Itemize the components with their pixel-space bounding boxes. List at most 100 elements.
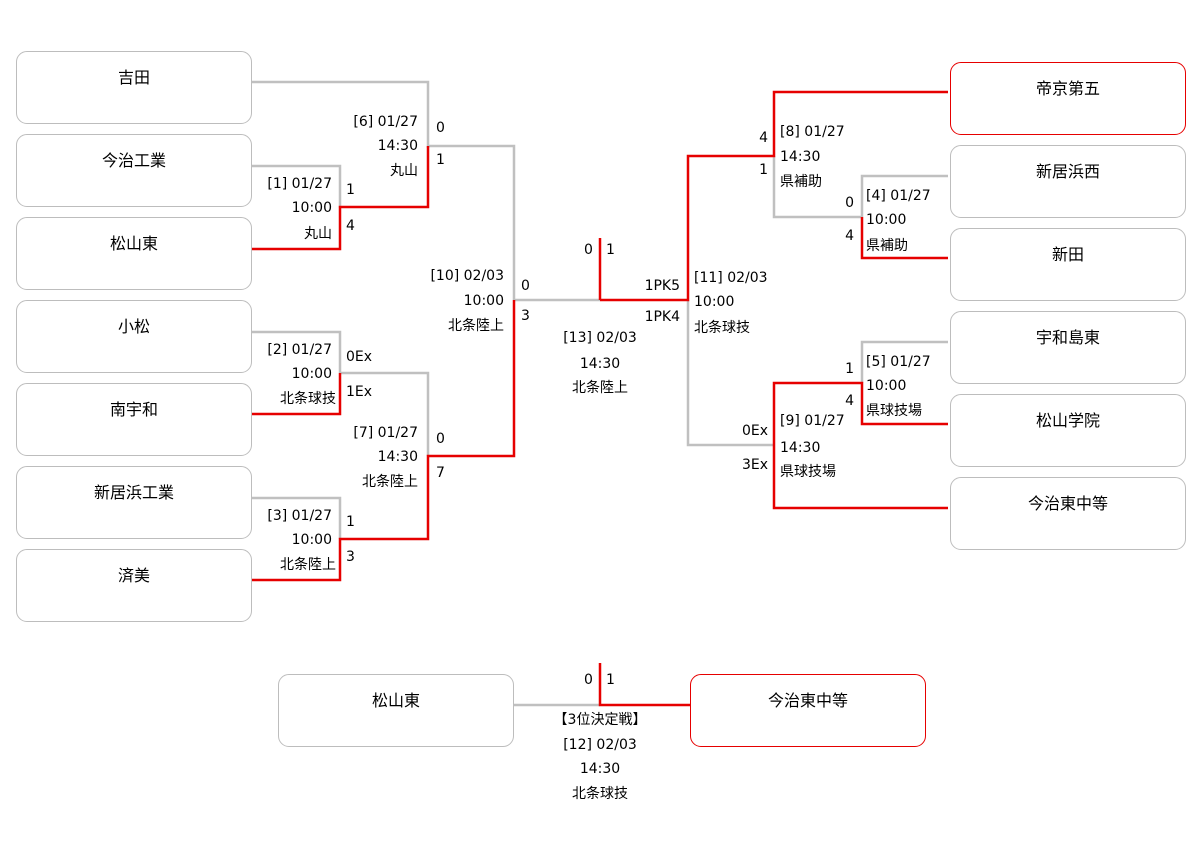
match11-venue: 北条球技 — [694, 320, 750, 336]
line-komatsu — [252, 330, 342, 373]
match5-number: [5] 01/27 — [866, 354, 931, 370]
team-box-niihama-kogyo: 新居浜工業 — [16, 466, 252, 539]
match1-score-top: 1 — [346, 182, 355, 198]
match3-score-bottom: 3 — [346, 549, 355, 565]
match4-score-top: 0 — [845, 195, 854, 211]
match12-title: 【3位決定戦】 — [553, 712, 647, 728]
match10-venue: 北条陸上 — [448, 318, 504, 334]
team-box-yoshida: 吉田 — [16, 51, 252, 124]
team-box-imabari-higashi: 今治東中等 — [950, 477, 1186, 550]
match5-score-top: 1 — [845, 361, 854, 377]
team-box-uwajima-higashi: 宇和島東 — [950, 311, 1186, 384]
line-imabari-higashi — [772, 445, 948, 510]
match2-number: [2] 01/27 — [267, 342, 332, 358]
team-box-niihama-nishi: 新居浜西 — [950, 145, 1186, 218]
match13-venue: 北条陸上 — [572, 380, 628, 396]
match3-time: 10:00 — [291, 532, 332, 548]
match3-number: [3] 01/27 — [267, 508, 332, 524]
match5-venue: 県球技場 — [866, 403, 922, 419]
match4-time: 10:00 — [866, 212, 907, 228]
match10-score-top: 0 — [521, 278, 530, 294]
line-saibi — [252, 300, 516, 582]
match1-venue: 丸山 — [304, 226, 332, 242]
team-box-third-right: 今治東中等 — [690, 674, 926, 747]
match11-score-top: 1PK5 — [644, 278, 680, 294]
match6-score-bottom: 1 — [436, 152, 445, 168]
match10-time: 10:00 — [463, 293, 504, 309]
line-yoshida — [252, 80, 430, 148]
line-nitta — [860, 217, 948, 260]
match9-score-bottom: 3Ex — [741, 457, 768, 473]
line-third-right — [598, 663, 690, 707]
match10-score-bottom: 3 — [521, 308, 530, 324]
team-box-komatsu: 小松 — [16, 300, 252, 373]
line-m4-to-m8 — [772, 156, 862, 219]
match8-number: [8] 01/27 — [780, 124, 845, 140]
match11-number: [11] 02/03 — [694, 270, 768, 286]
match1-number: [1] 01/27 — [267, 176, 332, 192]
line-m6-to-m10 — [428, 144, 516, 300]
match12-score-right: 1 — [606, 672, 615, 688]
line-imabari-kogyo — [252, 164, 342, 208]
match13-time: 14:30 — [579, 356, 621, 372]
line-matsuyama-gakuin — [772, 381, 948, 445]
match6-venue: 丸山 — [390, 163, 418, 179]
match4-venue: 県補助 — [866, 238, 908, 254]
match2-venue: 北条球技 — [280, 391, 336, 407]
match13-score-right: 1 — [606, 242, 615, 258]
match9-venue: 県球技場 — [780, 464, 836, 480]
team-box-matsuyama-higashi: 松山東 — [16, 217, 252, 290]
line-minami-uwa — [252, 373, 342, 416]
match3-score-top: 1 — [346, 514, 355, 530]
match1-score-bottom: 4 — [346, 218, 355, 234]
match8-venue: 県補助 — [780, 174, 822, 190]
match1-time: 10:00 — [291, 200, 332, 216]
match11-time: 10:00 — [694, 294, 735, 310]
match3-venue: 北条陸上 — [280, 557, 336, 573]
match2-time: 10:00 — [291, 366, 332, 382]
line-teikyo-5 — [600, 90, 948, 302]
match10-number: [10] 02/03 — [430, 268, 504, 284]
match12-venue: 北条球技 — [572, 786, 628, 802]
match9-time: 14:30 — [780, 440, 821, 456]
match8-time: 14:30 — [780, 149, 821, 165]
match7-venue: 北条陸上 — [362, 474, 418, 490]
match6-time: 14:30 — [377, 138, 418, 154]
match12-score-left: 0 — [584, 672, 593, 688]
team-box-imabari-kogyo: 今治工業 — [16, 134, 252, 207]
line-niihama-kogyo — [252, 496, 342, 539]
line-m9-to-m11 — [686, 300, 774, 447]
match12-number: [12] 02/03 — [563, 737, 637, 753]
match6-score-top: 0 — [436, 120, 445, 136]
match6-number: [6] 01/27 — [353, 114, 418, 130]
match2-score-bottom: 1Ex — [346, 384, 373, 400]
line-niihama-nishi — [860, 174, 948, 217]
match11-score-bottom: 1PK4 — [644, 309, 680, 325]
team-box-matsuyama-gakuin: 松山学院 — [950, 394, 1186, 467]
team-box-nitta: 新田 — [950, 228, 1186, 301]
team-box-teikyo-5: 帝京第五 — [950, 62, 1186, 135]
match7-time: 14:30 — [377, 449, 418, 465]
match2-score-top: 0Ex — [346, 349, 373, 365]
match9-number: [9] 01/27 — [780, 413, 845, 429]
match13-number: [13] 02/03 — [563, 330, 637, 346]
match4-score-bottom: 4 — [845, 228, 854, 244]
team-box-saibi: 済美 — [16, 549, 252, 622]
match5-score-bottom: 4 — [845, 393, 854, 409]
match8-score-bottom: 1 — [759, 162, 768, 178]
match8-score-top: 4 — [759, 130, 768, 146]
line-matsuyama-higashi — [252, 146, 430, 251]
match5-time: 10:00 — [866, 378, 907, 394]
match12-time: 14:30 — [579, 761, 621, 777]
team-box-third-left: 松山東 — [278, 674, 514, 747]
line-m2-to-m7 — [340, 371, 430, 456]
line-uwajima-higashi — [860, 340, 948, 383]
match4-number: [4] 01/27 — [866, 188, 931, 204]
match13-score-left: 0 — [584, 242, 593, 258]
match7-score-top: 0 — [436, 431, 445, 447]
match7-score-bottom: 7 — [436, 465, 445, 481]
match9-score-top: 0Ex — [741, 423, 768, 439]
team-box-minami-uwa: 南宇和 — [16, 383, 252, 456]
match7-number: [7] 01/27 — [353, 425, 418, 441]
